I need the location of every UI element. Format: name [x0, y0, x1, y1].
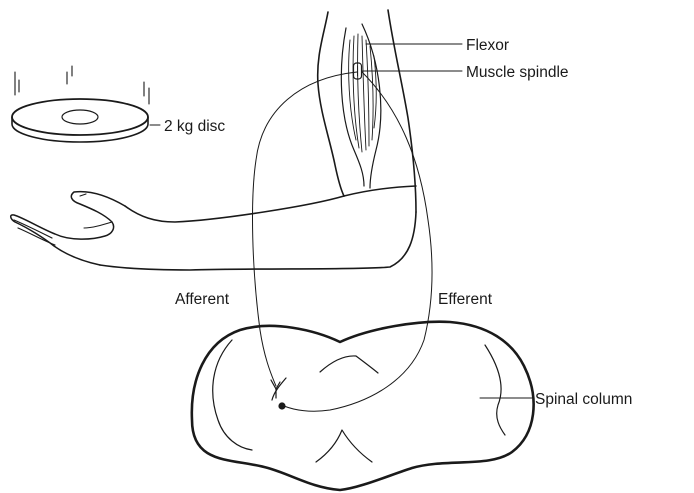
afferent-nerve-path: [253, 72, 357, 386]
grey-matter: [213, 340, 505, 462]
efferent-label: Efferent: [438, 291, 493, 308]
efferent-nerve-path: [284, 72, 432, 411]
forearm-hand: [11, 186, 416, 270]
spinal-cord-section: [192, 322, 534, 490]
nerve-pathways: [253, 72, 433, 411]
spinal-column-label: Spinal column: [535, 391, 632, 408]
leader-lines: [150, 44, 532, 398]
afferent-label: Afferent: [175, 291, 230, 308]
disc-illustration: [12, 66, 149, 142]
disc-label: 2 kg disc: [164, 118, 225, 135]
flexor-label: Flexor: [466, 37, 509, 54]
upper-arm: [318, 10, 416, 212]
muscle-spindle-label: Muscle spindle: [466, 64, 569, 81]
